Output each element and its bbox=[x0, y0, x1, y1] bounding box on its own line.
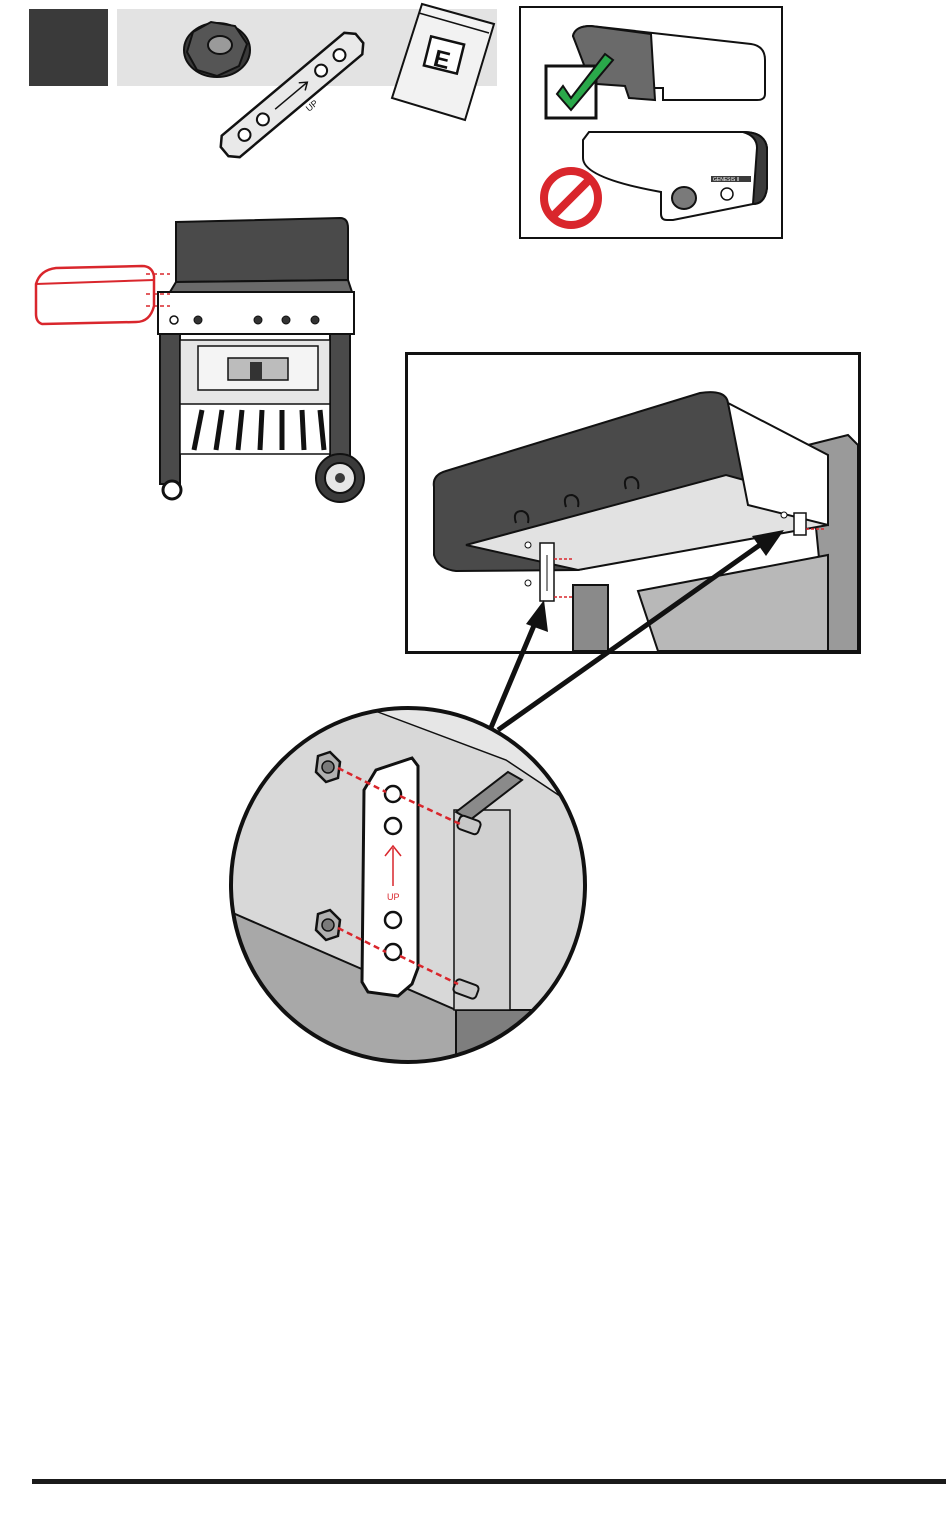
prohibited-icon bbox=[544, 171, 598, 225]
orientation-check-panel: GENESIS II bbox=[519, 6, 783, 239]
cart-wheel bbox=[316, 454, 364, 502]
grill-lid bbox=[176, 218, 348, 282]
bracket-detail-zoom: UP bbox=[226, 700, 596, 1080]
orientation-check-illustration: GENESIS II bbox=[521, 8, 781, 237]
hex-nut-icon bbox=[184, 22, 250, 77]
step-number-box bbox=[29, 9, 108, 86]
caster-wheel bbox=[163, 481, 181, 499]
brand-plate-text: GENESIS II bbox=[713, 177, 739, 183]
grill-overview bbox=[30, 210, 370, 510]
parts-illustration: UP E bbox=[117, 0, 507, 175]
grill-control-panel bbox=[158, 292, 354, 334]
igniter-button bbox=[170, 316, 178, 324]
side-table-incorrect bbox=[583, 132, 767, 220]
detail-up-label: UP bbox=[387, 892, 400, 902]
footer-rule bbox=[32, 1479, 946, 1484]
bottom-shelf bbox=[180, 404, 330, 454]
side-table-highlight bbox=[36, 266, 170, 324]
